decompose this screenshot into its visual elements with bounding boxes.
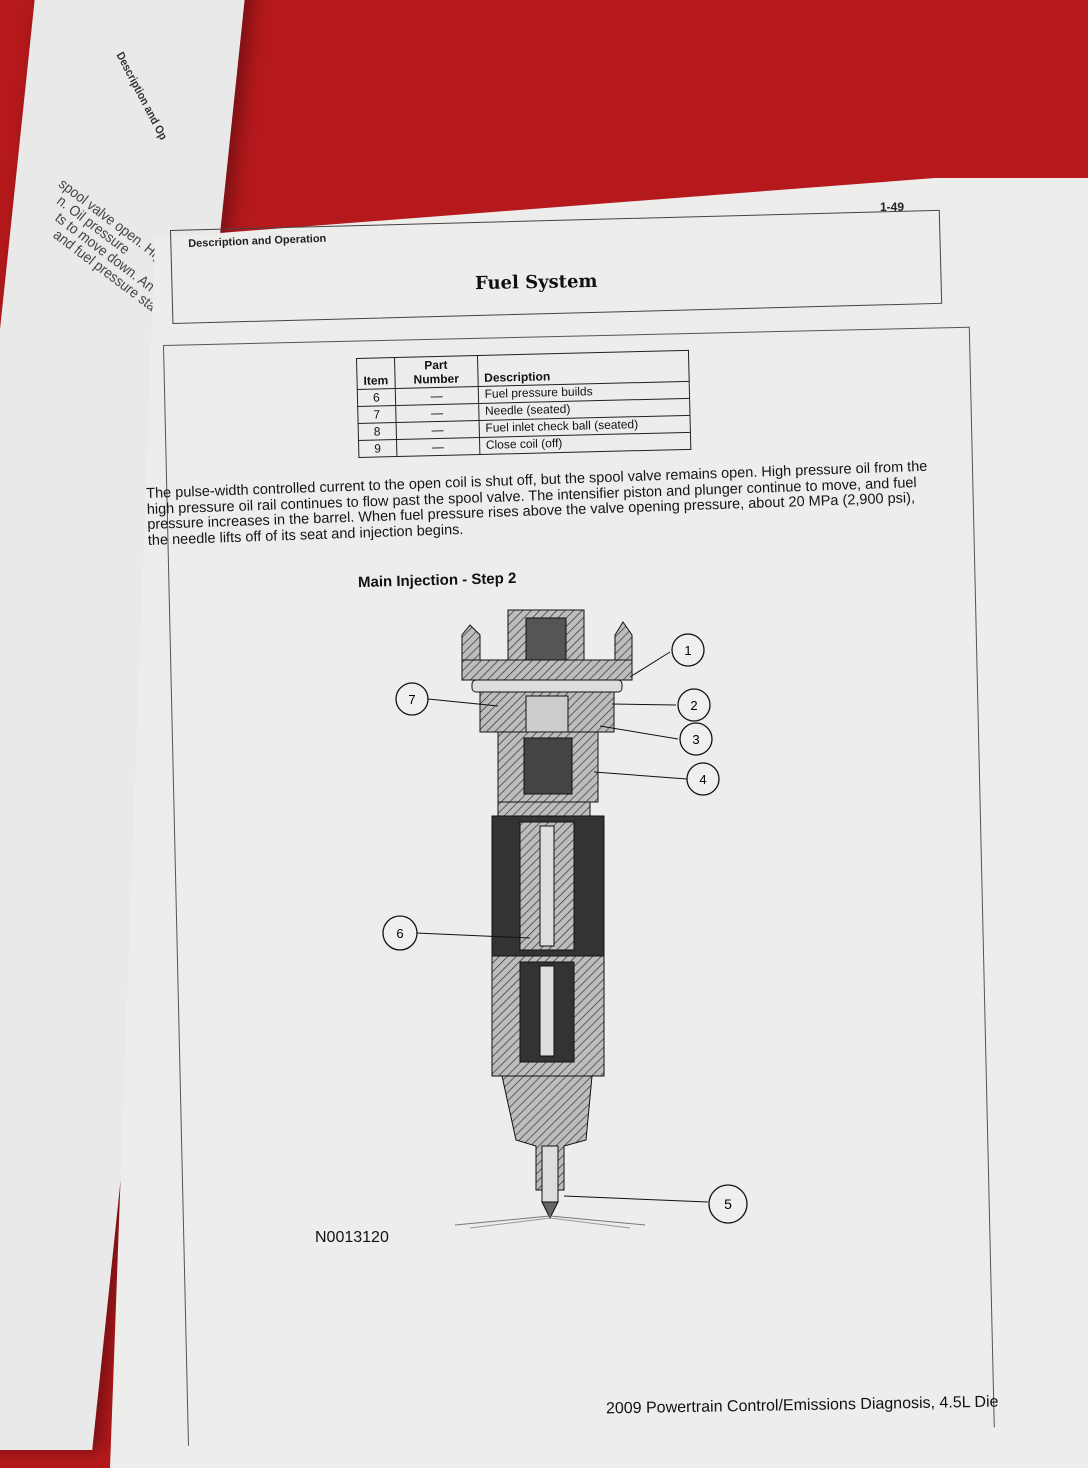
page-number: 1-49 xyxy=(880,200,905,214)
svg-text:5: 5 xyxy=(724,1196,732,1212)
parts-table: Item Part Number Description 6 — Fuel pr… xyxy=(356,350,691,458)
part-cell: — xyxy=(394,386,479,406)
part-cell: — xyxy=(396,437,480,457)
callout-5: 5 xyxy=(708,1184,748,1224)
header-item: Item xyxy=(356,357,395,390)
svg-text:6: 6 xyxy=(396,926,403,941)
item-cell: 9 xyxy=(358,439,397,458)
title-box xyxy=(170,209,943,324)
figure-id: N0013120 xyxy=(315,1229,389,1246)
item-cell: 8 xyxy=(358,422,397,441)
svg-text:3: 3 xyxy=(692,732,699,747)
item-cell: 7 xyxy=(357,405,396,424)
svg-text:1: 1 xyxy=(684,643,691,658)
svg-text:4: 4 xyxy=(699,772,706,787)
header-description: Description xyxy=(477,350,689,387)
callout-2: 2 xyxy=(677,688,711,722)
item-cell: 6 xyxy=(357,388,396,407)
callout-6: 6 xyxy=(382,915,418,951)
header-part-number: Part Number xyxy=(394,355,478,389)
part-cell: — xyxy=(395,403,479,423)
callout-3: 3 xyxy=(679,722,713,756)
callout-4: 4 xyxy=(686,762,720,796)
part-cell: — xyxy=(395,420,480,440)
left-page-header: Description and Op xyxy=(113,50,170,143)
injector-diagram: 1 2 3 4 5 6 7 xyxy=(382,609,748,1229)
callout-7: 7 xyxy=(395,682,429,716)
page-title: Fuel System xyxy=(474,270,598,295)
svg-text:2: 2 xyxy=(690,698,697,713)
callout-1: 1 xyxy=(671,633,705,667)
injector-body xyxy=(454,609,646,1229)
callout-leaders xyxy=(415,651,709,1203)
svg-text:7: 7 xyxy=(408,692,415,707)
